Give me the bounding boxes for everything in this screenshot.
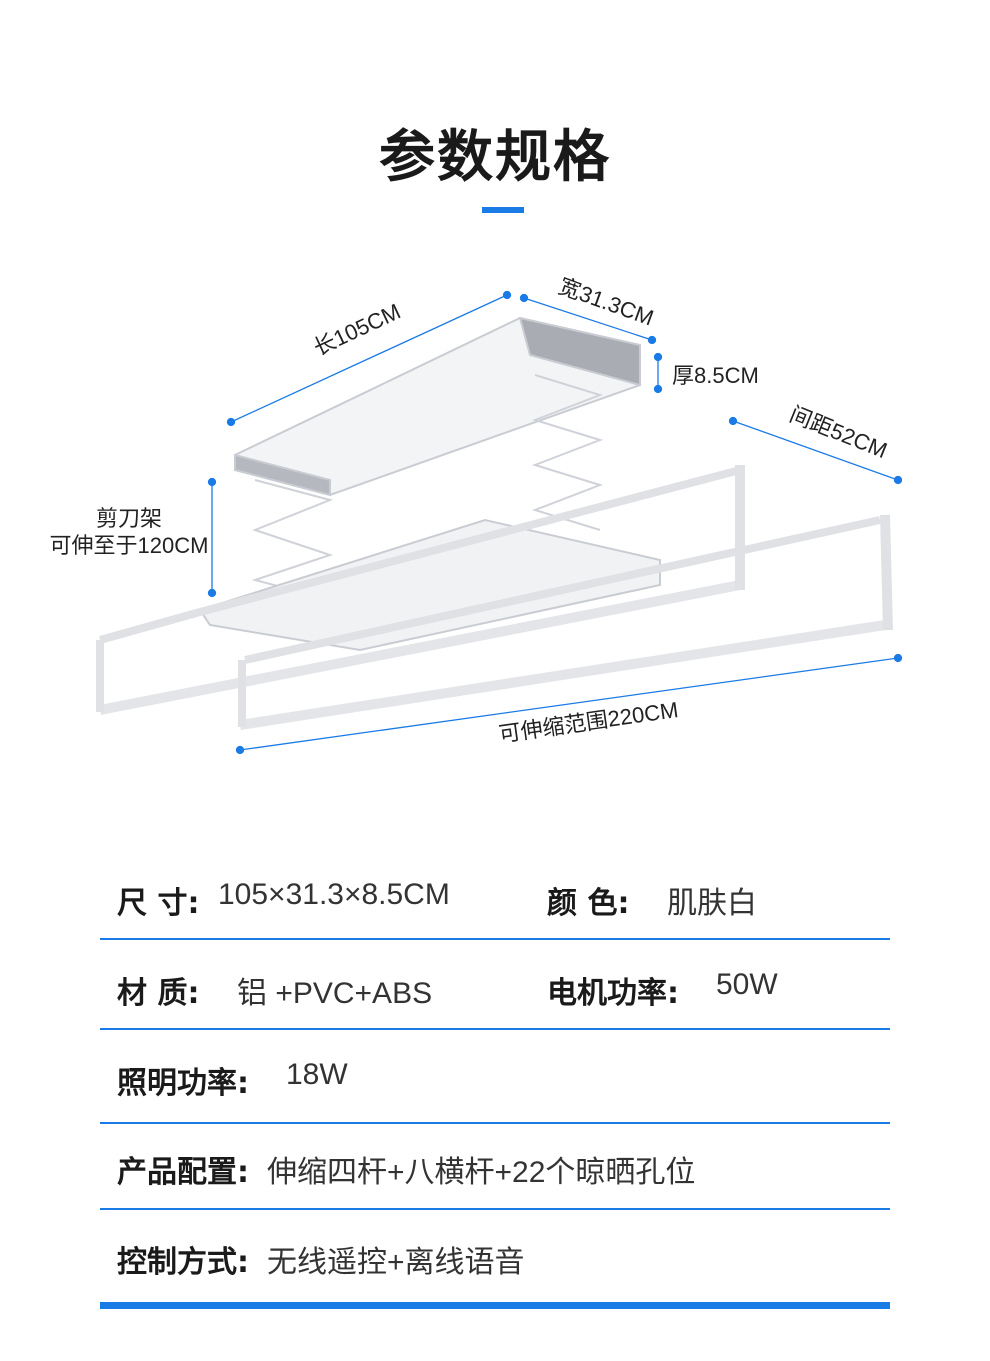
material-value: 铝 +PVC+ABS xyxy=(237,977,433,1010)
extend-range-label: 可伸缩范围220CM xyxy=(497,697,680,747)
spacing-label: 间距52CM xyxy=(786,401,891,463)
product-diagram: 长105CM 宽31.3CM 厚8.5CM 间距52CM 剪刀架 可伸至于120… xyxy=(50,273,903,755)
color-label: 颜 色: xyxy=(547,886,630,921)
width-label: 宽31.3CM xyxy=(555,273,657,330)
motor-power-label: 电机功率: xyxy=(547,976,679,1011)
row-divider xyxy=(100,938,890,940)
size-value: 105×31.3×8.5CM xyxy=(218,878,450,911)
config-label: 产品配置: xyxy=(117,1155,249,1190)
row-divider xyxy=(100,1028,890,1030)
material-label: 材 质: xyxy=(117,976,200,1011)
motor-power-value: 50W xyxy=(716,968,778,1001)
title-underline xyxy=(482,207,524,213)
light-power-label: 照明功率: xyxy=(117,1066,249,1101)
dimension-lines xyxy=(207,290,903,755)
size-label: 尺 寸: xyxy=(117,886,200,921)
length-label: 长105CM xyxy=(310,299,405,361)
table-bottom-bar xyxy=(100,1302,890,1309)
color-value: 肌肤白 xyxy=(667,887,757,920)
drying-rack-illustration xyxy=(96,316,893,730)
control-value: 无线遥控+离线语音 xyxy=(267,1246,525,1279)
row-divider xyxy=(100,1208,890,1210)
row-divider xyxy=(100,1122,890,1124)
config-value: 伸缩四杆+八横杆+22个晾晒孔位 xyxy=(267,1156,696,1189)
scissor-label: 剪刀架 xyxy=(96,506,162,531)
scissor-extend-label: 可伸至于120CM xyxy=(50,533,209,558)
light-power-value: 18W xyxy=(286,1058,348,1091)
thickness-label: 厚8.5CM xyxy=(672,363,759,388)
control-label: 控制方式: xyxy=(117,1245,249,1280)
page-title: 参数规格 xyxy=(379,125,611,190)
